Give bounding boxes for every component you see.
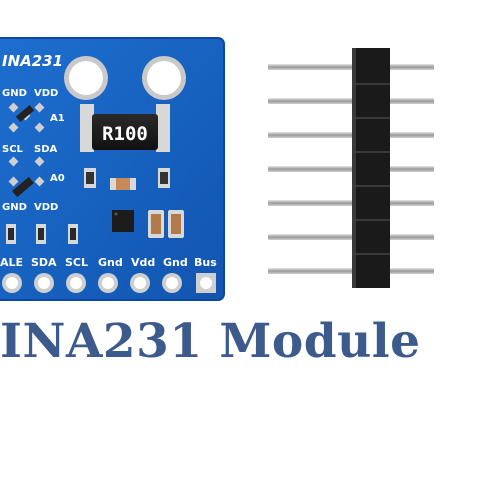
header-pin	[268, 132, 434, 138]
header-pin	[268, 64, 434, 70]
label-sda: SDA	[34, 144, 58, 155]
shunt-resistor: R100	[80, 104, 170, 152]
label-bottom-gnd: GND	[2, 202, 27, 213]
pin-label: SCL	[65, 256, 88, 269]
smd-resistor-a0	[12, 176, 34, 198]
mounting-hole-left	[64, 56, 108, 100]
header-pin	[268, 98, 434, 104]
pin-hole	[6, 277, 18, 289]
header-pin	[268, 234, 434, 240]
address-jumper-pads	[8, 102, 45, 187]
product-caption: INA231 Module	[0, 314, 421, 369]
ina231-board: INA231 GND VDD A1 SCL SDA A0 GND VDD	[0, 37, 225, 301]
pin-header-holes	[2, 273, 216, 293]
header-pin	[268, 268, 434, 274]
label-top-vdd: VDD	[34, 88, 58, 99]
pin-hole	[134, 277, 146, 289]
header-pin	[268, 200, 434, 206]
smd-resistor-a1	[15, 105, 35, 122]
label-top-gnd: GND	[2, 88, 27, 99]
filter-capacitor	[110, 178, 136, 190]
header-pin	[268, 166, 434, 172]
pin-label: Gnd	[163, 256, 188, 269]
label-a1: A1	[50, 113, 65, 124]
header-plastic	[352, 48, 390, 288]
capacitor-top-left	[84, 168, 96, 188]
pullup-resistors	[6, 224, 78, 244]
pin-header-strip	[268, 48, 434, 288]
pin-label: Bus	[194, 256, 217, 269]
label-bottom-vdd: VDD	[34, 202, 58, 213]
pin-hole	[102, 277, 114, 289]
label-scl: SCL	[2, 144, 24, 155]
pin-label: Vdd	[131, 256, 155, 269]
label-a0: A0	[50, 173, 65, 184]
header-pins	[268, 64, 434, 274]
ina231-chip	[112, 210, 134, 232]
pin-hole	[200, 277, 212, 289]
pin-hole	[70, 277, 82, 289]
pin-label: SDA	[31, 256, 57, 269]
pin-label: Gnd	[98, 256, 123, 269]
capacitor-top-right	[158, 168, 170, 188]
pin-label: ALE	[0, 256, 23, 269]
pin-labels: ALE SDA SCL Gnd Vdd Gnd Bus	[0, 256, 217, 269]
pin-hole	[166, 277, 178, 289]
resistor-marking: R100	[102, 123, 148, 145]
board-title: INA231	[2, 52, 63, 70]
bypass-capacitors	[148, 210, 184, 238]
pin-hole	[38, 277, 50, 289]
mounting-hole-right	[142, 56, 186, 100]
